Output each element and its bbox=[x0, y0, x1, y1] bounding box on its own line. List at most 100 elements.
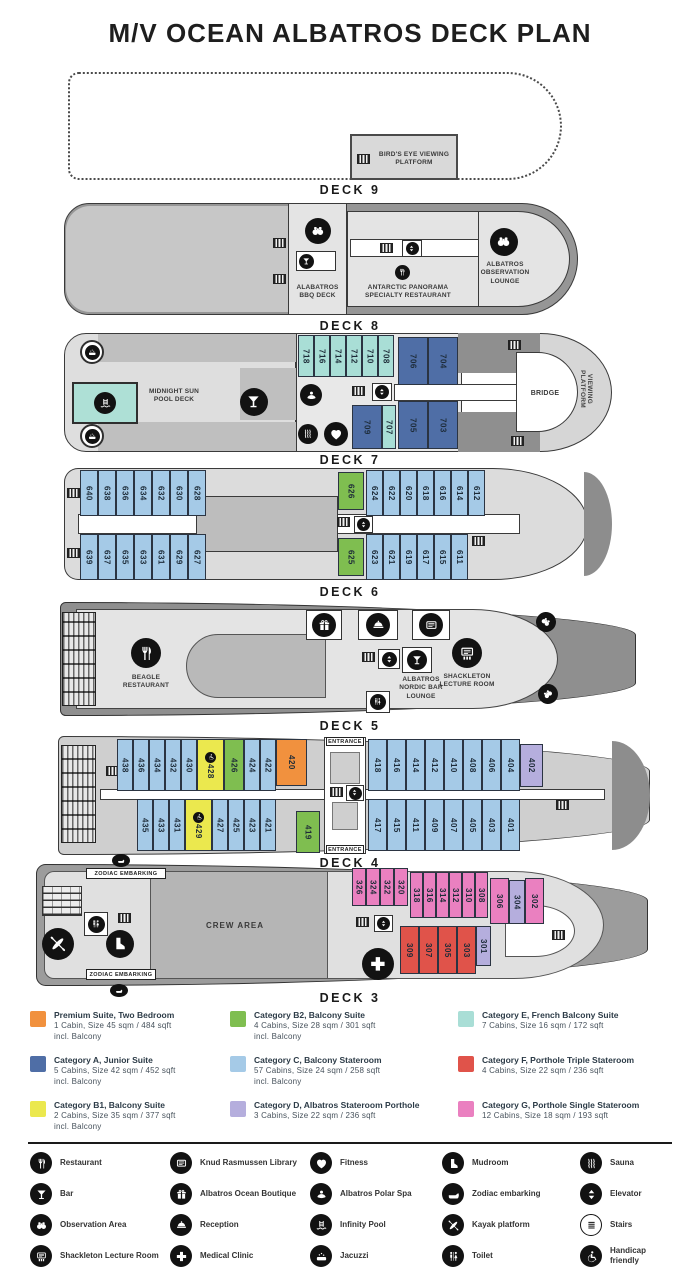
category-detail: 3 Cabins, Size 22 sqm / 236 sqft bbox=[254, 1111, 376, 1121]
cabin-number: 424 bbox=[247, 757, 257, 773]
cabin-615: 615 bbox=[434, 534, 451, 580]
stairs-icon bbox=[580, 1214, 602, 1236]
category-detail: incl. Balcony bbox=[254, 1077, 302, 1087]
cabin-622: 622 bbox=[383, 470, 400, 516]
cabin-417: 417 bbox=[368, 799, 387, 851]
viewing-platform-label: VIEWING PLATFORM bbox=[579, 369, 593, 409]
cabin-number: 709 bbox=[362, 419, 372, 435]
category-title: Category B1, Balcony Suite bbox=[54, 1100, 166, 1110]
facility-legend-item: Restaurant bbox=[30, 1152, 162, 1174]
cabin-611: 611 bbox=[451, 534, 468, 580]
cabin-633: 633 bbox=[134, 534, 152, 580]
cabin-number: 626 bbox=[346, 483, 356, 499]
pool-deck-label: MIDNIGHT SUN POOL DECK bbox=[148, 388, 200, 404]
cabin-302: 302 bbox=[525, 878, 544, 924]
cabin-number: 314 bbox=[438, 887, 447, 903]
category-detail: incl. Balcony bbox=[54, 1077, 102, 1087]
birds-eye-viewing-platform: BIRD'S EYE VIEWING PLATFORM bbox=[350, 134, 458, 180]
cabin-709: 709 bbox=[352, 405, 382, 449]
facility-label: Albatros Ocean Boutique bbox=[200, 1188, 297, 1198]
mudroom-icon bbox=[442, 1152, 464, 1174]
elevator-icon bbox=[377, 917, 390, 930]
category-detail: incl. Balcony bbox=[54, 1032, 102, 1042]
category-title: Category E, French Balcony Suite bbox=[482, 1010, 619, 1020]
facility-label: Shackleton Lecture Room bbox=[60, 1250, 159, 1260]
category-detail: 5 Cabins, Size 42 sqm / 452 sqft bbox=[54, 1066, 176, 1076]
facility-legend-item: Kayak platform bbox=[442, 1214, 570, 1236]
fitness-icon bbox=[324, 422, 348, 446]
stairs-icon bbox=[356, 917, 369, 927]
category-detail: incl. Balcony bbox=[254, 1032, 302, 1042]
facility-legend-item: Elevator bbox=[580, 1183, 676, 1205]
deck5-galley-structure bbox=[186, 634, 326, 698]
pool-icon bbox=[310, 1214, 332, 1236]
cabin-number: 623 bbox=[370, 549, 379, 565]
cabin-number: 420 bbox=[287, 755, 296, 770]
fitness-icon bbox=[310, 1152, 332, 1174]
elevator-icon-box bbox=[354, 516, 373, 533]
cabin-627: 627 bbox=[188, 534, 206, 580]
bar-icon bbox=[30, 1183, 52, 1205]
shackleton-label: SHACKLETON LECTURE ROOM bbox=[439, 673, 495, 689]
cabin-429: 429 bbox=[185, 799, 212, 851]
facility-legend-item: Bar bbox=[30, 1183, 162, 1205]
cabin-number: 705 bbox=[408, 417, 418, 433]
facility-legend-item: Shackleton Lecture Room bbox=[30, 1245, 162, 1267]
category-detail: 1 Cabin, Size 45 sqm / 484 sqft bbox=[54, 1021, 172, 1031]
cabin-number: 434 bbox=[152, 757, 162, 773]
category-detail: 2 Cabins, Size 35 sqm / 377 sqft bbox=[54, 1111, 176, 1121]
cabin-number: 624 bbox=[370, 485, 379, 501]
cabin-403: 403 bbox=[482, 799, 501, 851]
cabin-638: 638 bbox=[98, 470, 116, 516]
cabin-number: 306 bbox=[495, 893, 504, 909]
cabin-415: 415 bbox=[387, 799, 406, 851]
mudroom-icon bbox=[106, 930, 134, 958]
cabin-316: 316 bbox=[423, 872, 436, 918]
category-color-swatch bbox=[230, 1101, 246, 1117]
cabin-number: 438 bbox=[120, 757, 130, 773]
cabin-710: 710 bbox=[362, 335, 378, 377]
kayak-platform-icon bbox=[42, 928, 74, 960]
deck6-bow-tip bbox=[584, 472, 612, 576]
facility-label: Zodiac embarking bbox=[472, 1188, 541, 1198]
cabin-620: 620 bbox=[400, 470, 417, 516]
cabin-409: 409 bbox=[425, 799, 444, 851]
cabin-number: 417 bbox=[373, 817, 382, 833]
facility-label: Restaurant bbox=[60, 1157, 102, 1167]
cabin-310: 310 bbox=[462, 872, 475, 918]
stairs-icon bbox=[380, 243, 393, 253]
cabin-306: 306 bbox=[490, 878, 509, 924]
cabin-431: 431 bbox=[169, 799, 185, 851]
cabin-624: 624 bbox=[366, 470, 383, 516]
cabin-640: 640 bbox=[80, 470, 98, 516]
cabin-number: 426 bbox=[229, 757, 239, 773]
deck8-label: DECK 8 bbox=[319, 319, 381, 333]
boutique-icon-box bbox=[306, 610, 342, 640]
handicap-icon bbox=[205, 751, 216, 763]
cabin-706: 706 bbox=[398, 337, 428, 385]
cabin-435: 435 bbox=[137, 799, 153, 851]
deck8-stern-deck bbox=[66, 206, 288, 312]
category-title: Category A, Junior Suite bbox=[54, 1055, 153, 1065]
cabin-301: 301 bbox=[476, 926, 491, 966]
cabin-402: 402 bbox=[520, 744, 543, 787]
cabin-420: 420 bbox=[276, 739, 307, 786]
elevator-icon-box bbox=[402, 240, 422, 257]
crew-area bbox=[150, 871, 328, 979]
legend-divider bbox=[28, 1142, 672, 1144]
cabin-number: 430 bbox=[184, 757, 194, 773]
cabin-number: 712 bbox=[349, 348, 359, 364]
medical-clinic-icon bbox=[362, 948, 394, 980]
cabin-number: 703 bbox=[438, 417, 448, 433]
category-title: Category B2, Balcony Suite bbox=[254, 1010, 366, 1020]
cabin-number: 405 bbox=[468, 817, 477, 833]
elevator-icon bbox=[357, 518, 370, 531]
zodiac-racks bbox=[61, 745, 96, 843]
cabin-number: 638 bbox=[102, 485, 112, 501]
